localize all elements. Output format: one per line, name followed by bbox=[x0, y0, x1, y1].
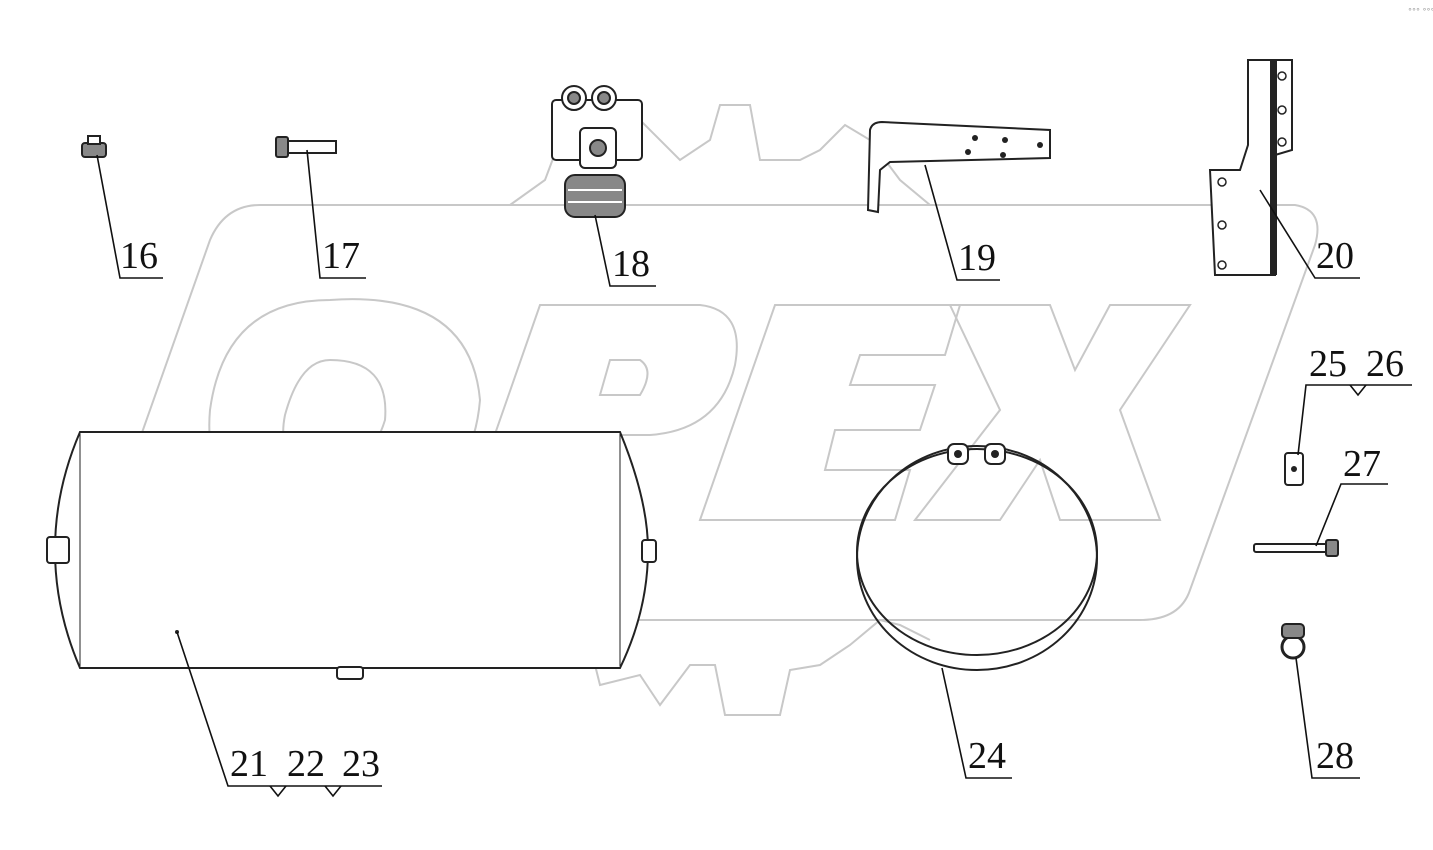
callout-26: 26 bbox=[1366, 343, 1404, 385]
callout-20: 20 bbox=[1316, 235, 1354, 277]
watermark-letter-x bbox=[912, 304, 1192, 521]
leader-21-23 bbox=[176, 631, 382, 787]
leader-21-23-ticks bbox=[269, 785, 287, 798]
watermark-letter-p bbox=[463, 304, 738, 521]
leader-17 bbox=[306, 149, 366, 279]
leader-25-26 bbox=[1297, 384, 1412, 456]
callout-18: 18 bbox=[612, 243, 650, 285]
callout-16: 16 bbox=[120, 235, 158, 277]
part-18-valve bbox=[551, 85, 643, 218]
callout-21: 21 bbox=[230, 743, 268, 785]
part-16-nut bbox=[81, 135, 107, 158]
leader-27 bbox=[1315, 483, 1388, 547]
watermark-letter-e bbox=[698, 304, 962, 521]
leader-21-23-ticks-2 bbox=[324, 785, 342, 798]
leader-19 bbox=[924, 164, 1000, 281]
corner-mark: °°° °°° bbox=[1408, 7, 1433, 16]
part-20-plate bbox=[1208, 59, 1293, 276]
callout-24: 24 bbox=[968, 735, 1006, 777]
part-25-26-block bbox=[1284, 452, 1304, 486]
watermark-letter-p-hole bbox=[598, 359, 649, 396]
callout-25: 25 bbox=[1309, 343, 1347, 385]
callout-17: 17 bbox=[322, 235, 360, 277]
leader-20 bbox=[1259, 189, 1360, 279]
callout-23: 23 bbox=[342, 743, 380, 785]
callout-27: 27 bbox=[1343, 443, 1381, 485]
callout-19: 19 bbox=[958, 237, 996, 279]
callouts: 16 17 18 19 20 21 22 23 24 25 26 27 28 bbox=[120, 235, 1404, 785]
part-28-clip bbox=[1280, 623, 1306, 660]
watermark-frame bbox=[86, 204, 1319, 621]
leader-18 bbox=[594, 214, 656, 287]
part-17-bolt bbox=[275, 136, 337, 158]
leader-28 bbox=[1295, 657, 1360, 779]
part-24-strap bbox=[856, 443, 1098, 671]
leader-25-26-tick bbox=[1349, 384, 1367, 397]
leader-16 bbox=[96, 154, 163, 279]
part-21-23-tank bbox=[46, 431, 657, 680]
leader-24 bbox=[941, 667, 1012, 779]
leader-lines bbox=[96, 149, 1412, 798]
part-19-bracket bbox=[866, 120, 1051, 214]
callout-22: 22 bbox=[287, 743, 325, 785]
callout-28: 28 bbox=[1316, 735, 1354, 777]
part-27-pin bbox=[1253, 539, 1339, 557]
